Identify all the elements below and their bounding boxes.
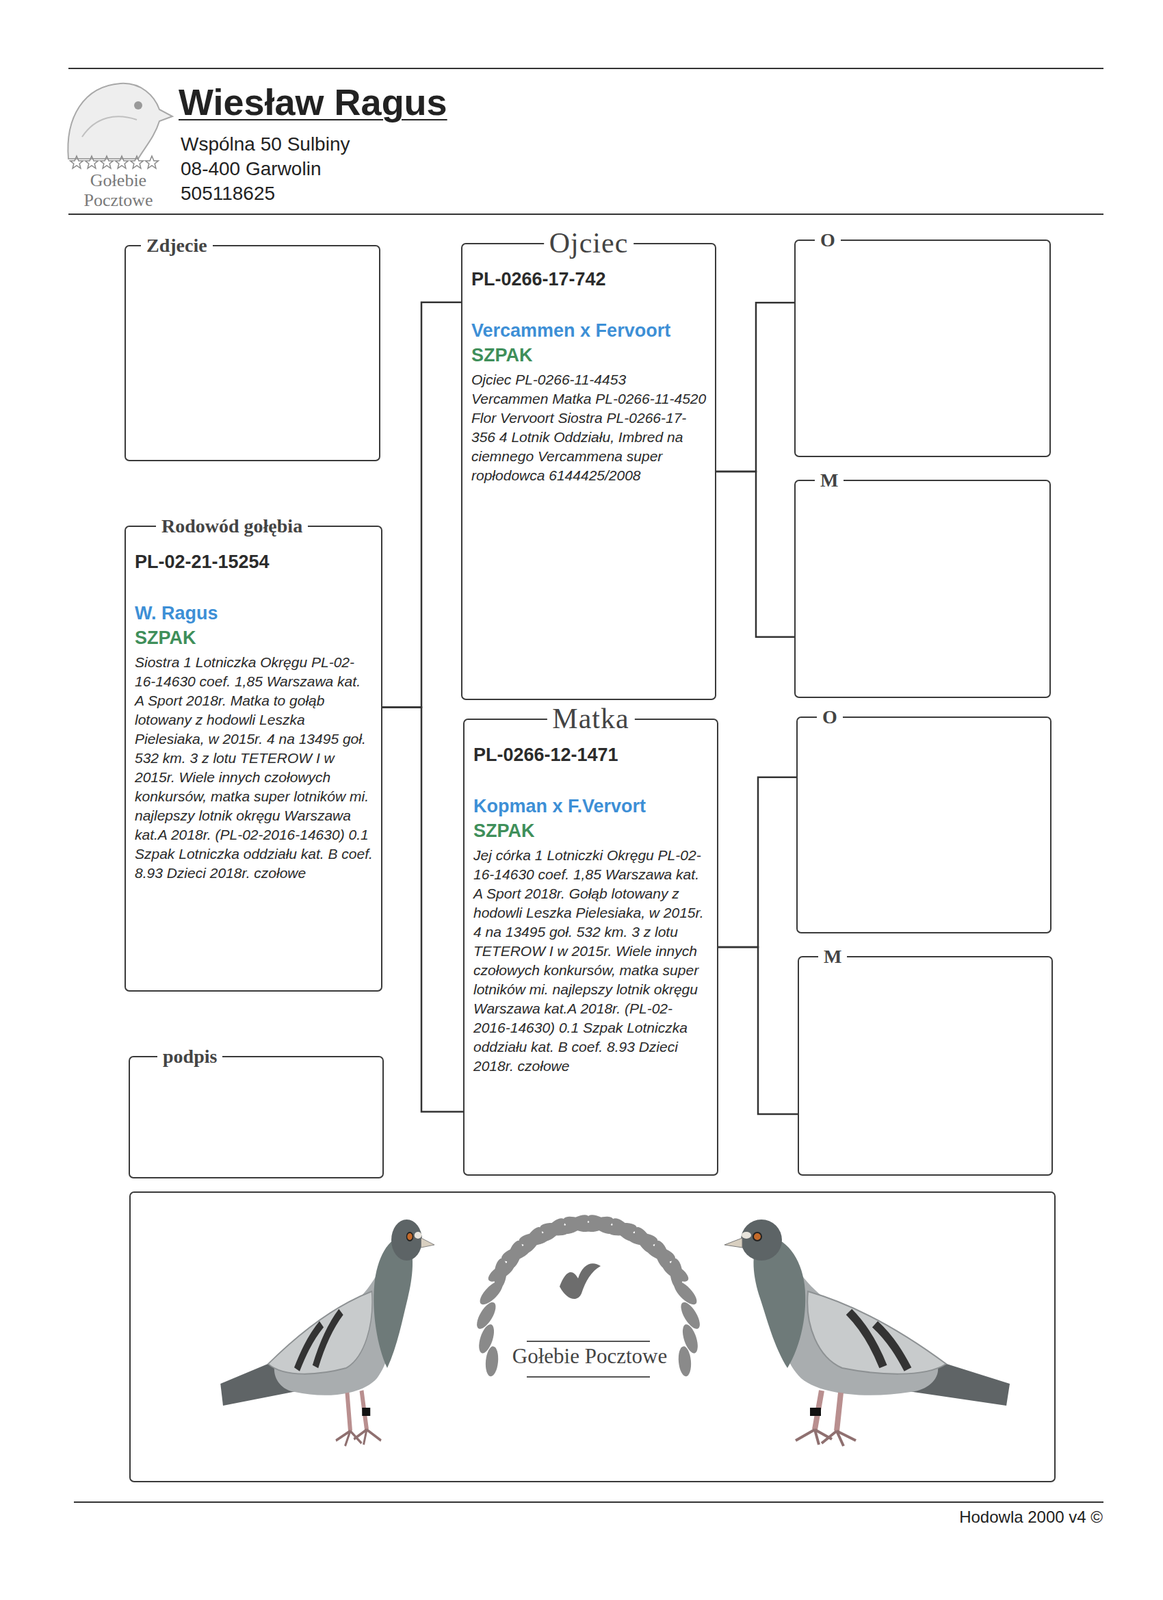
- description: Siostra 1 Lotniczka Okręgu PL-02-16-1463…: [134, 652, 373, 883]
- box-heading: Matka: [546, 702, 635, 735]
- box-heading: O: [814, 229, 841, 252]
- logo-text: Gołebie Pocztowe: [60, 171, 177, 211]
- pedigree-connector: [382, 707, 464, 1112]
- ring-number: PL-0266-17-742: [471, 267, 707, 291]
- frame-box: Zdjecie: [124, 244, 381, 462]
- laurel-leaf: [473, 1299, 500, 1332]
- laurel-leaf: [492, 1257, 509, 1289]
- laurel-leaf: [608, 1214, 639, 1245]
- pedigree-box: Rodowód gołębiaPL-02-21-15254W. RagusSZP…: [124, 525, 383, 992]
- laurel-leaf: [651, 1238, 673, 1271]
- description: Ojciec PL-0266-11-4453 Vercammen Matka P…: [471, 370, 707, 486]
- software-credit: Hodowla 2000 v4 ©: [959, 1507, 1103, 1526]
- description: Jej córka 1 Lotniczki Okręgu PL-02-16-14…: [473, 845, 709, 1076]
- laurel-leaf: [630, 1223, 658, 1257]
- breeder-name: Wiesław Ragus: [178, 80, 448, 124]
- laurel-leaf: [538, 1214, 569, 1245]
- address-line: Wspólna 50 Sulbiny: [180, 134, 350, 156]
- pedigree-box: MatkaPL-0266-12-1471Kopman x F.VervortSZ…: [463, 718, 719, 1176]
- pedigree-connector: [716, 302, 795, 472]
- laurel-leaf: [668, 1257, 685, 1289]
- laurel-leaf: [677, 1299, 704, 1332]
- pedigree-connector: [718, 946, 798, 1114]
- laurel-leaf: [503, 1238, 525, 1271]
- lineage: Vercammen x Fervoort: [471, 318, 707, 343]
- ring-number: PL-02-21-15254: [134, 550, 373, 574]
- ancestor-box: M: [797, 955, 1053, 1176]
- lineage: W. Ragus: [134, 600, 373, 626]
- laurel-leaf: [519, 1223, 546, 1257]
- lineage: Kopman x F.Vervort: [473, 793, 709, 819]
- illustration-panel: Gołebie Pocztowe: [129, 1191, 1056, 1482]
- pedigree-box: OjciecPL-0266-17-742Vercammen x Fervoort…: [461, 242, 717, 700]
- color-name: SZPAK: [471, 342, 707, 368]
- color-name: SZPAK: [473, 818, 709, 843]
- pedigree-connector: [716, 471, 795, 637]
- ring-number: PL-0266-12-1471: [473, 742, 709, 767]
- pigeon-illustration: [220, 1219, 1010, 1446]
- color-name: SZPAK: [134, 625, 373, 650]
- ancestor-box: O: [794, 239, 1051, 457]
- logo-head: [67, 83, 173, 169]
- address-line: 08-400 Garwolin: [180, 158, 321, 180]
- pedigree-connector: [718, 777, 797, 947]
- laurel-leaf: [584, 1210, 618, 1238]
- ancestor-box: M: [794, 479, 1051, 698]
- box-heading: M: [814, 469, 844, 492]
- frame-box: podpis: [128, 1055, 384, 1179]
- emblem-text: Gołebie Pocztowe: [507, 1344, 672, 1368]
- box-heading: Rodowód gołębia: [155, 515, 308, 538]
- phone-number: 505118625: [180, 183, 276, 205]
- box-heading: M: [818, 946, 847, 968]
- box-heading: podpis: [157, 1046, 223, 1068]
- laurel-wreath: [473, 1210, 704, 1377]
- pedigree-connector: [382, 302, 462, 708]
- laurel-leaf: [559, 1210, 592, 1238]
- box-heading: Ojciec: [543, 227, 635, 259]
- box-heading: O: [816, 706, 843, 728]
- ancestor-box: O: [796, 716, 1052, 934]
- box-heading: Zdjecie: [140, 235, 213, 257]
